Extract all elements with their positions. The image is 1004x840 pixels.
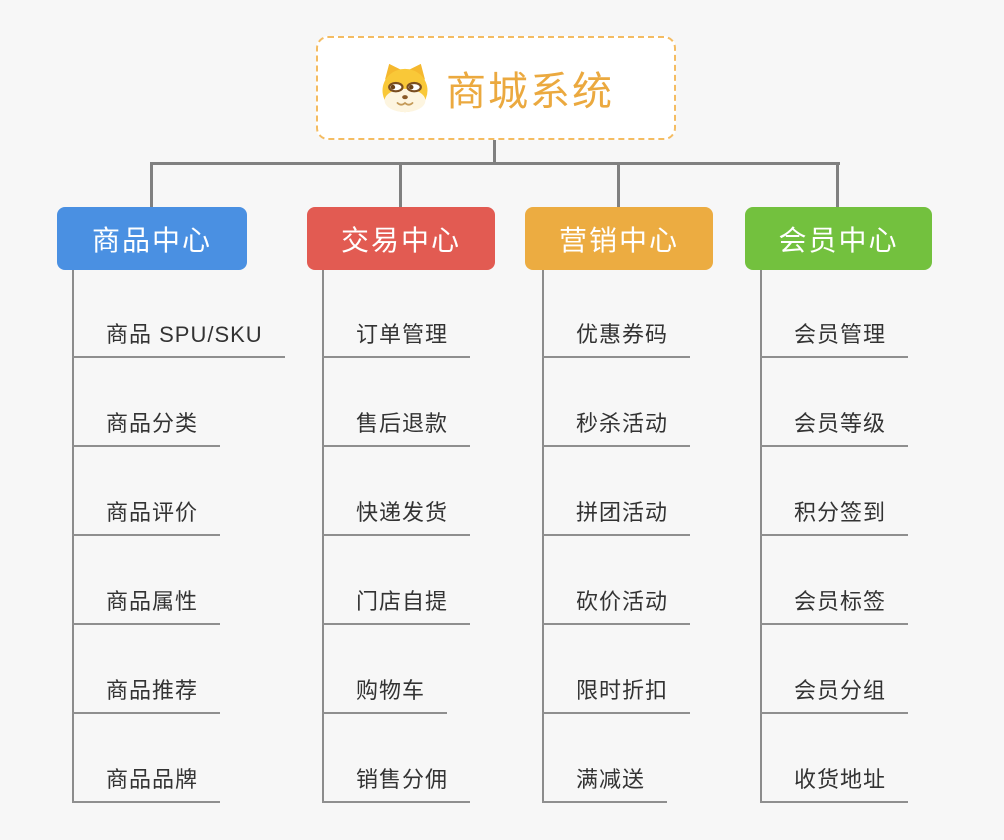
branch-label: 营销中心 bbox=[558, 224, 679, 256]
connector-branch-stub bbox=[150, 162, 153, 208]
branch-node[interactable]: 商品中心 bbox=[57, 207, 247, 270]
child-node[interactable]: 会员标签 bbox=[760, 580, 909, 625]
child-node[interactable]: 门店自提 bbox=[322, 580, 471, 625]
child-node[interactable]: 秒杀活动 bbox=[542, 402, 691, 447]
child-node[interactable]: 拼团活动 bbox=[542, 491, 691, 536]
branch-node[interactable]: 会员中心 bbox=[745, 207, 932, 270]
child-node[interactable]: 商品品牌 bbox=[72, 758, 221, 803]
child-node[interactable]: 购物车 bbox=[322, 669, 448, 714]
child-node[interactable]: 砍价活动 bbox=[542, 580, 691, 625]
child-node[interactable]: 订单管理 bbox=[322, 313, 471, 358]
shiba-dog-icon bbox=[382, 63, 428, 113]
connector-horizontal-bar bbox=[150, 162, 840, 165]
branch-node[interactable]: 营销中心 bbox=[525, 207, 713, 270]
child-node[interactable]: 销售分佣 bbox=[322, 758, 471, 803]
branch-trunk-line: 会员管理会员等级积分签到会员标签会员分组收货地址 bbox=[760, 270, 1004, 803]
child-node[interactable]: 收货地址 bbox=[760, 758, 909, 803]
branch-trunk-line: 订单管理售后退款快递发货门店自提购物车销售分佣 bbox=[322, 270, 572, 803]
child-node[interactable]: 会员等级 bbox=[760, 402, 909, 447]
child-node[interactable]: 满减送 bbox=[542, 758, 668, 803]
branch-trunk-line: 优惠券码秒杀活动拼团活动砍价活动限时折扣满减送 bbox=[542, 270, 792, 803]
branch-node[interactable]: 交易中心 bbox=[307, 207, 495, 270]
child-node[interactable]: 商品属性 bbox=[72, 580, 221, 625]
branch-label: 交易中心 bbox=[340, 224, 461, 256]
child-node[interactable]: 快递发货 bbox=[322, 491, 471, 536]
connector-branch-stub bbox=[399, 162, 402, 208]
child-node[interactable]: 会员管理 bbox=[760, 313, 909, 358]
child-node[interactable]: 售后退款 bbox=[322, 402, 471, 447]
child-node[interactable]: 商品推荐 bbox=[72, 669, 221, 714]
child-node[interactable]: 优惠券码 bbox=[542, 313, 691, 358]
connector-root-stem bbox=[493, 140, 496, 164]
child-node[interactable]: 限时折扣 bbox=[542, 669, 691, 714]
root-title: 商城系统 bbox=[446, 70, 614, 114]
child-node[interactable]: 积分签到 bbox=[760, 491, 909, 536]
branch-label: 商品中心 bbox=[91, 224, 212, 256]
root-node[interactable]: 商城系统 bbox=[316, 36, 676, 140]
child-node[interactable]: 商品评价 bbox=[72, 491, 221, 536]
child-node[interactable]: 商品 SPU/SKU bbox=[72, 313, 285, 358]
branch-label: 会员中心 bbox=[778, 224, 899, 256]
branch-trunk-line: 商品 SPU/SKU 商品分类商品评价商品属性商品推荐商品品牌 bbox=[72, 270, 322, 803]
child-node[interactable]: 商品分类 bbox=[72, 402, 221, 447]
connector-branch-stub bbox=[836, 162, 839, 208]
connector-branch-stub bbox=[617, 162, 620, 208]
child-node[interactable]: 会员分组 bbox=[760, 669, 909, 714]
